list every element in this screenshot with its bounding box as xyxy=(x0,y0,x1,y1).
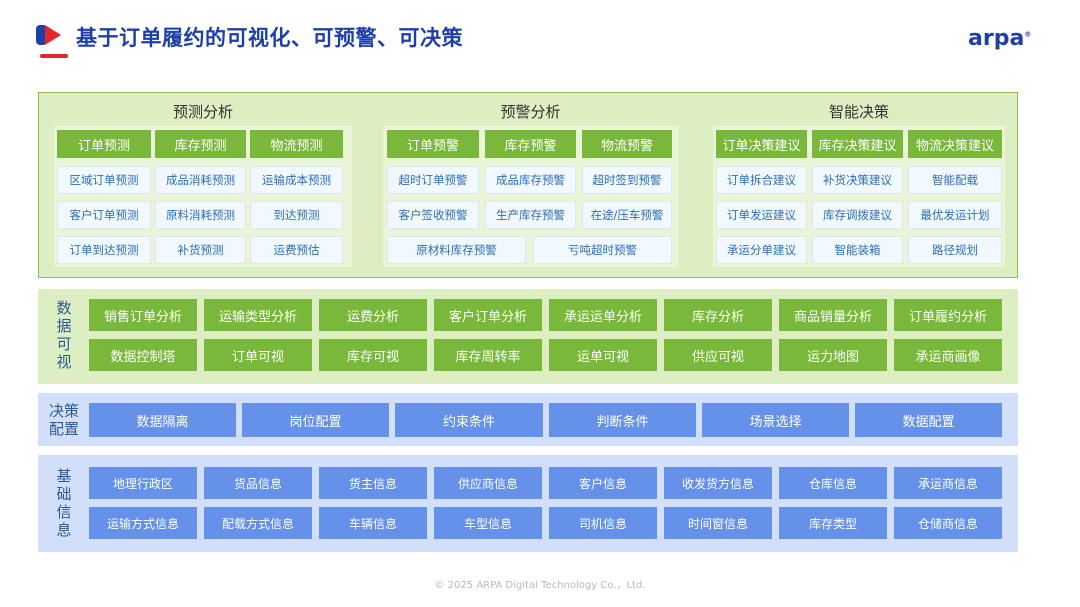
data-vis-button[interactable]: 商品销量分析 xyxy=(779,299,887,331)
decision-title: 智能决策 xyxy=(828,103,889,121)
warning-item[interactable]: 原材料库存预警 xyxy=(387,236,526,264)
decision-item[interactable]: 路径规划 xyxy=(908,236,1002,264)
forecast-item[interactable]: 补货预测 xyxy=(155,236,246,264)
brand-logo: arpa® xyxy=(968,26,1031,51)
base-info-label: 基 础 信 息 xyxy=(48,467,80,539)
brand-logo-text: arpa xyxy=(968,26,1025,51)
warning-item[interactable]: 超时签到预警 xyxy=(582,166,672,194)
decision-header-logistics[interactable]: 物流决策建议 xyxy=(908,130,1002,158)
decision-config-button[interactable]: 数据隔离 xyxy=(89,403,236,437)
base-info-button[interactable]: 库存类型 xyxy=(779,507,887,539)
warning-item[interactable]: 成品库存预警 xyxy=(485,166,576,194)
brand-play-icon xyxy=(36,25,61,45)
label-char: 据 xyxy=(56,317,72,335)
forecast-item[interactable]: 区域订单预测 xyxy=(57,166,151,194)
decision-item[interactable]: 订单拆合建议 xyxy=(716,166,807,194)
forecast-item[interactable]: 运费预估 xyxy=(250,236,343,264)
decision-item[interactable]: 智能装箱 xyxy=(812,236,903,264)
data-vis-button[interactable]: 订单可视 xyxy=(204,339,312,371)
decision-config-label: 决策 配置 xyxy=(44,402,84,438)
data-vis-button[interactable]: 运单可视 xyxy=(549,339,657,371)
warning-item[interactable]: 在途/压车预警 xyxy=(582,201,672,229)
data-vis-button[interactable]: 库存分析 xyxy=(664,299,772,331)
label-char: 础 xyxy=(56,485,72,503)
base-info-button[interactable]: 车辆信息 xyxy=(319,507,427,539)
warning-header-order[interactable]: 订单预警 xyxy=(387,130,479,158)
label-line: 配置 xyxy=(48,420,79,438)
decision-item[interactable]: 库存调拨建议 xyxy=(812,201,903,229)
decision-config-button[interactable]: 判断条件 xyxy=(549,403,696,437)
title-underline xyxy=(40,54,68,58)
decision-item[interactable]: 补货决策建议 xyxy=(812,166,903,194)
warning-item[interactable]: 亏吨超时预警 xyxy=(533,236,672,264)
warning-item[interactable]: 客户签收预警 xyxy=(387,201,479,229)
data-vis-button[interactable]: 数据控制塔 xyxy=(89,339,197,371)
data-vis-button[interactable]: 运输类型分析 xyxy=(204,299,312,331)
decision-header-inventory[interactable]: 库存决策建议 xyxy=(812,130,903,158)
decision-item[interactable]: 最优发运计划 xyxy=(908,201,1002,229)
forecast-header-order[interactable]: 订单预测 xyxy=(57,130,151,158)
base-info-button[interactable]: 仓储商信息 xyxy=(894,507,1002,539)
base-info-button[interactable]: 地理行政区 xyxy=(89,467,197,499)
warning-item[interactable]: 生产库存预警 xyxy=(485,201,576,229)
label-char: 可 xyxy=(56,335,72,353)
base-info-button[interactable]: 车型信息 xyxy=(434,507,542,539)
warning-item[interactable]: 超时订单预警 xyxy=(387,166,479,194)
forecast-header-inventory[interactable]: 库存预测 xyxy=(155,130,246,158)
decision-config-button[interactable]: 岗位配置 xyxy=(242,403,389,437)
forecast-item[interactable]: 客户订单预测 xyxy=(57,201,151,229)
data-vis-button[interactable]: 承运运单分析 xyxy=(549,299,657,331)
base-info-button[interactable]: 货主信息 xyxy=(319,467,427,499)
data-vis-button[interactable]: 库存周转率 xyxy=(434,339,542,371)
data-vis-button[interactable]: 订单履约分析 xyxy=(894,299,1002,331)
label-char: 视 xyxy=(56,353,72,371)
base-info-button[interactable]: 货品信息 xyxy=(204,467,312,499)
warning-header-inventory[interactable]: 库存预警 xyxy=(485,130,576,158)
data-vis-button[interactable]: 承运商画像 xyxy=(894,339,1002,371)
forecast-item[interactable]: 到达预测 xyxy=(250,201,343,229)
label-line: 决策 xyxy=(48,402,79,420)
forecast-item[interactable]: 原料消耗预测 xyxy=(155,201,246,229)
forecast-header-logistics[interactable]: 物流预测 xyxy=(250,130,343,158)
data-vis-button[interactable]: 运费分析 xyxy=(319,299,427,331)
decision-item[interactable]: 承运分单建议 xyxy=(716,236,807,264)
label-char: 信 xyxy=(56,503,72,521)
base-info-button[interactable]: 供应商信息 xyxy=(434,467,542,499)
base-info-button[interactable]: 仓库信息 xyxy=(779,467,887,499)
base-info-button[interactable]: 配载方式信息 xyxy=(204,507,312,539)
decision-config-button[interactable]: 数据配置 xyxy=(855,403,1002,437)
warning-title: 预警分析 xyxy=(500,103,561,121)
base-info-button[interactable]: 承运商信息 xyxy=(894,467,1002,499)
registered-mark: ® xyxy=(1024,30,1032,39)
decision-config-button[interactable]: 场景选择 xyxy=(702,403,849,437)
data-vis-button[interactable]: 供应可视 xyxy=(664,339,772,371)
decision-item[interactable]: 智能配载 xyxy=(908,166,1002,194)
data-vis-button[interactable]: 库存可视 xyxy=(319,339,427,371)
data-vis-button[interactable]: 客户订单分析 xyxy=(434,299,542,331)
data-vis-button[interactable]: 运力地图 xyxy=(779,339,887,371)
label-char: 数 xyxy=(56,299,72,317)
base-info-button[interactable]: 收发货方信息 xyxy=(664,467,772,499)
copyright-footer: © 2025 ARPA Digital Technology Co.，Ltd. xyxy=(434,580,646,591)
decision-item[interactable]: 订单发运建议 xyxy=(716,201,807,229)
base-info-button[interactable]: 时间窗信息 xyxy=(664,507,772,539)
label-char: 息 xyxy=(56,521,72,539)
label-char: 基 xyxy=(56,467,72,485)
forecast-item[interactable]: 订单到达预测 xyxy=(57,236,151,264)
decision-header-order[interactable]: 订单决策建议 xyxy=(716,130,807,158)
base-info-button[interactable]: 运输方式信息 xyxy=(89,507,197,539)
base-info-button[interactable]: 客户信息 xyxy=(549,467,657,499)
forecast-item[interactable]: 成品消耗预测 xyxy=(155,166,246,194)
decision-config-button[interactable]: 约束条件 xyxy=(395,403,543,437)
warning-header-logistics[interactable]: 物流预警 xyxy=(582,130,672,158)
data-visualization-label: 数 据 可 视 xyxy=(48,299,80,371)
data-vis-button[interactable]: 销售订单分析 xyxy=(89,299,197,331)
base-info-button[interactable]: 司机信息 xyxy=(549,507,657,539)
page-title: 基于订单履约的可视化、可预警、可决策 xyxy=(76,26,463,50)
forecast-item[interactable]: 运输成本预测 xyxy=(250,166,343,194)
forecast-title: 预测分析 xyxy=(172,103,233,121)
